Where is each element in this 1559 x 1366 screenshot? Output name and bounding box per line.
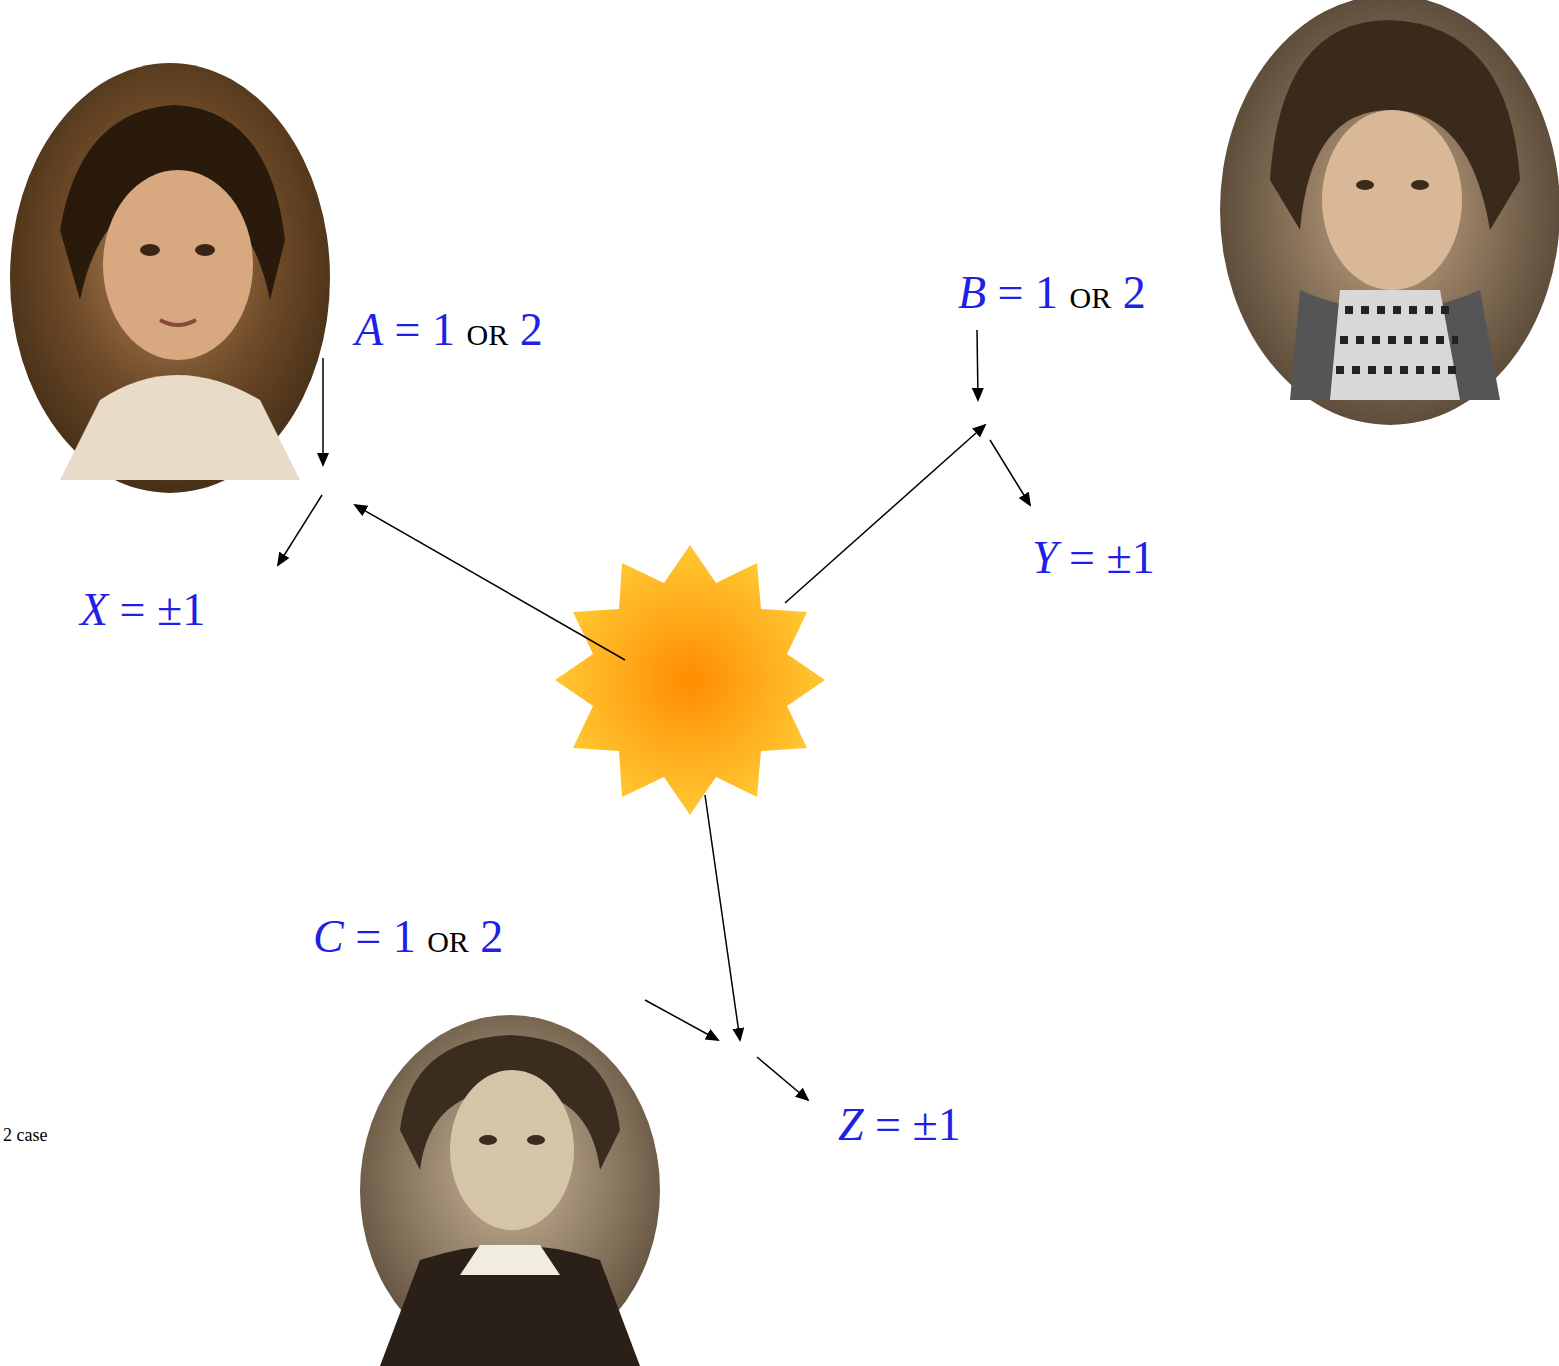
alice-portrait [10,63,330,493]
setting-label: A = 1 OR 2 [355,305,543,356]
note-text: 2 case [3,1126,47,1146]
bob-portrait [1220,0,1559,425]
particle-arrows [278,330,1030,1100]
setting-label: B = 1 OR 2 [958,268,1146,319]
source-burst [555,545,825,815]
carroll-portrait [360,1015,660,1366]
outcome-label: X = ±1 [80,585,205,636]
outcome-label: Y = ±1 [1032,533,1155,584]
setting-label: C = 1 OR 2 [313,912,503,963]
outcome-label: Z = ±1 [838,1100,961,1151]
